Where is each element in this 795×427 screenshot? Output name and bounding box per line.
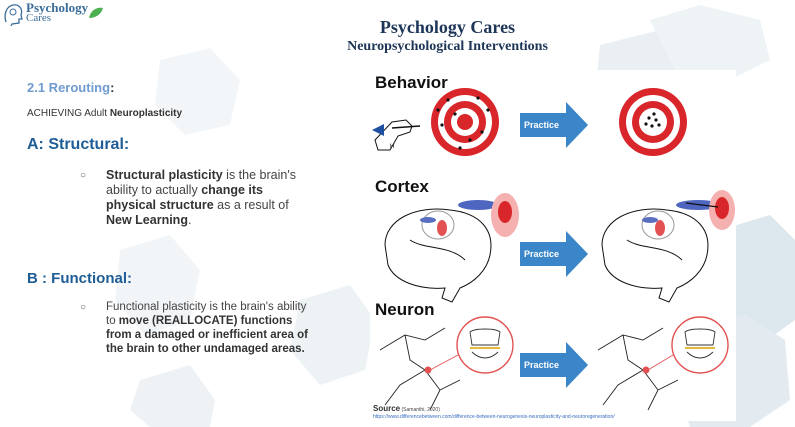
achieving-line: ACHIEVING Adult Neuroplasticity [27, 108, 182, 119]
practice-arrow-3: Practice [520, 342, 588, 388]
structural-bold-1: Structural plasticity [106, 168, 223, 182]
target-focused-icon [619, 88, 687, 156]
section-label-text: 2.1 Rerouting [27, 80, 111, 95]
structural-bold-3: change its physical structure [106, 183, 264, 212]
neuroplasticity-figure: Behavior Cortex Neuron Practice Practice… [370, 70, 736, 421]
logo: Psychology Cares [2, 0, 104, 26]
row-label-cortex: Cortex [375, 177, 429, 196]
source-cite: (Samanthi, 2020) [400, 407, 440, 413]
page-subtitle: Neuropsychological Interventions [347, 39, 548, 54]
logo-line2: Cares [26, 12, 52, 24]
page-title: Psychology Cares [379, 17, 516, 37]
neuron-before-icon [379, 316, 514, 411]
functional-text-1: Functional plasticity is the brain's abi… [106, 301, 307, 327]
neuron-after-icon [597, 316, 729, 411]
functional-paragraph: Functional plasticity is the brain's abi… [106, 300, 316, 356]
practice-label-1: Practice [524, 120, 559, 130]
leaf-icon [89, 7, 104, 18]
row-label-behavior: Behavior [375, 73, 448, 92]
structural-text-6: . [187, 213, 192, 227]
brain-before-icon [384, 208, 492, 303]
figure-canvas: Behavior Cortex Neuron Practice Practice… [372, 73, 735, 411]
cortex-zoom-before-icon [458, 193, 519, 237]
target-scattered-icon [431, 88, 499, 156]
brain-after-icon [601, 208, 709, 303]
hand-dart-icon: H [372, 119, 421, 151]
achieving-prefix: ACHIEVING Adult [27, 108, 110, 119]
section-label: 2.1 Rerouting: [27, 80, 114, 95]
structural-text-4: as a result of [213, 198, 289, 212]
source-label: Source [373, 404, 401, 413]
structural-heading: A: Structural: [27, 136, 130, 153]
practice-arrow-1: Practice [520, 102, 588, 148]
page-title-block: Psychology Cares Neuropsychological Inte… [260, 16, 635, 56]
structural-paragraph: Structural plasticity is the brain's abi… [106, 168, 311, 228]
functional-bold-2: move (REALLOCATE) functions from a damag… [106, 315, 308, 355]
section-colon: : [110, 80, 115, 95]
practice-arrow-2: Practice [520, 231, 588, 277]
practice-label-2: Practice [524, 249, 559, 259]
source-citation: Source (Samanthi, 2020) [373, 405, 440, 414]
functional-heading: B : Functional: [27, 270, 132, 287]
head-logo-icon [4, 4, 23, 26]
bullet-icon: ○ [80, 302, 87, 313]
structural-text-2: is the brain's ability to actually [106, 168, 296, 197]
achieving-bold: Neuroplasticity [109, 108, 183, 119]
logo-line1: Psychology [26, 0, 89, 15]
cortex-zoom-after-icon [676, 190, 735, 230]
structural-bold-5: New Learning [106, 213, 188, 227]
practice-label-3: Practice [524, 360, 559, 370]
hand-letter: H [390, 144, 394, 150]
row-label-neuron: Neuron [375, 300, 435, 319]
source-link[interactable]: https://www.differencebetween.com/differ… [373, 414, 615, 420]
bullet-icon: ○ [80, 170, 87, 181]
